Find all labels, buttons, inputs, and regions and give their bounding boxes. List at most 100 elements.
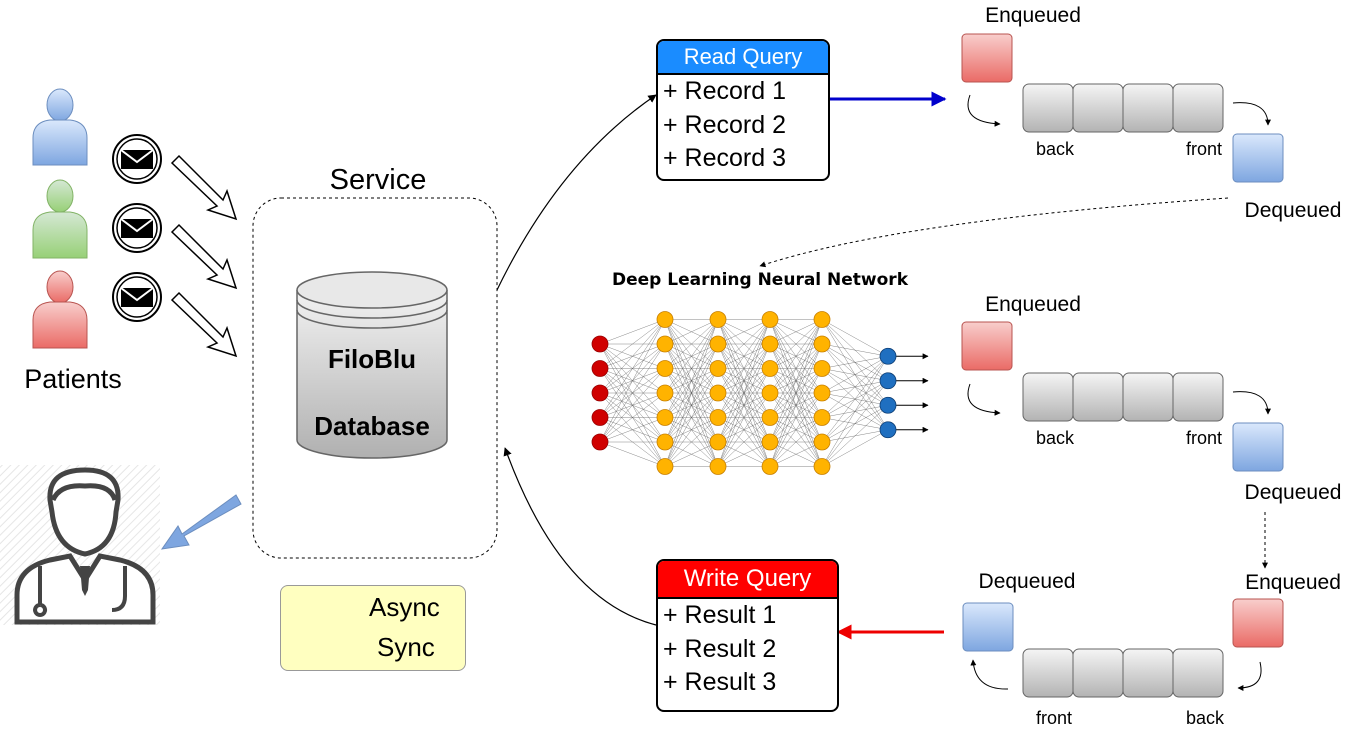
queue2-enqueued-label: Enqueued xyxy=(985,293,1081,316)
queue-slot xyxy=(1122,648,1174,698)
network-node xyxy=(656,335,674,353)
neural-network xyxy=(591,311,929,475)
write-query-title: Write Query xyxy=(658,561,837,599)
network-node xyxy=(879,372,897,390)
queue1-enqueued-label: Enqueued xyxy=(985,4,1081,27)
network-connection xyxy=(821,356,889,443)
network-connection xyxy=(769,319,823,394)
network-connection xyxy=(664,417,719,467)
network-node xyxy=(879,421,897,439)
network-connection xyxy=(717,368,771,467)
queue-slot xyxy=(1122,83,1174,133)
write-query-item: + Result 3 xyxy=(663,668,777,696)
network-node xyxy=(656,311,674,328)
network-node xyxy=(709,433,727,451)
network-connection xyxy=(769,441,823,467)
network-connection xyxy=(599,417,666,443)
read-query-item: + Record 1 xyxy=(663,77,786,105)
queue-slot xyxy=(1022,648,1074,698)
enqueued-item xyxy=(961,321,1013,371)
network-connection xyxy=(717,441,771,467)
service-boundary xyxy=(252,197,498,559)
network-node xyxy=(813,433,831,451)
network-connection xyxy=(599,343,666,443)
network-node xyxy=(591,384,609,402)
network-connection xyxy=(769,343,823,467)
queue3-back-label: back xyxy=(1186,708,1225,728)
write-query-item: + Result 2 xyxy=(663,634,777,663)
queue1-back-label: back xyxy=(1036,139,1075,159)
network-connection xyxy=(599,319,666,345)
mail-icon xyxy=(112,134,162,184)
network-node xyxy=(656,360,674,377)
network-node xyxy=(656,409,674,426)
queue2-dequeued-label: Dequeued xyxy=(1245,481,1342,504)
network-connection xyxy=(599,319,666,369)
mail-icon xyxy=(112,272,162,322)
database-icon xyxy=(296,271,448,459)
network-connection xyxy=(769,392,823,467)
queue-slot xyxy=(1172,648,1224,698)
network-connection xyxy=(717,392,771,467)
patient-blue-icon xyxy=(32,88,88,166)
queue-1 xyxy=(961,33,1284,183)
async-to-network xyxy=(759,197,1229,268)
dequeued-item xyxy=(1232,133,1284,183)
database-name: FiloBlu xyxy=(328,344,416,374)
network-node xyxy=(813,384,831,402)
network-connection xyxy=(664,319,719,467)
dequeued-item xyxy=(1232,422,1284,472)
network-node xyxy=(761,458,779,475)
network-connection xyxy=(821,380,889,467)
legend-sync-label: Sync xyxy=(377,632,435,662)
queue2-front-label: front xyxy=(1186,428,1222,448)
network-node xyxy=(656,384,674,402)
network-connection xyxy=(664,319,719,369)
legend: Async Sync xyxy=(280,585,466,671)
network-connection xyxy=(821,356,889,369)
mail-icon xyxy=(112,203,162,253)
enqueued-item xyxy=(961,33,1013,83)
service-label: Service xyxy=(330,164,427,196)
queue-3 xyxy=(962,598,1284,698)
network-connection xyxy=(664,319,719,394)
network-connection xyxy=(599,441,666,467)
network-node xyxy=(761,433,779,451)
queue-2 xyxy=(961,321,1284,472)
network-node xyxy=(761,409,779,426)
network-connection xyxy=(664,441,719,467)
network-connection xyxy=(664,319,719,443)
network-connection xyxy=(717,319,771,394)
network-node xyxy=(656,433,674,451)
network-connection xyxy=(599,392,666,443)
submit-arrow xyxy=(170,291,238,358)
queue-slot xyxy=(1072,648,1124,698)
queue-slot xyxy=(1122,372,1174,422)
network-connection xyxy=(717,319,771,369)
queue-slot xyxy=(1172,372,1224,422)
network-connection xyxy=(599,319,666,394)
write-query-item: + Result 1 xyxy=(663,601,777,629)
network-node xyxy=(813,409,831,426)
network-connection xyxy=(769,368,823,467)
network-connection xyxy=(821,343,889,357)
network-connection xyxy=(664,319,719,418)
network-node xyxy=(591,409,609,426)
network-connection xyxy=(821,356,889,467)
network-connection xyxy=(717,319,771,418)
read-query-box: Read Query + Record 1 + Record 2 + Recor… xyxy=(656,39,830,181)
write-connector xyxy=(503,447,657,626)
network-node xyxy=(709,384,727,402)
network-connection xyxy=(664,392,719,467)
read-query-title: Read Query xyxy=(658,41,828,75)
network-node xyxy=(591,335,609,353)
network-connection xyxy=(599,319,666,443)
network-node xyxy=(813,360,831,377)
network-connection xyxy=(821,319,889,357)
network-node xyxy=(709,458,727,475)
queue1-dequeued-label: Dequeued xyxy=(1245,199,1342,222)
network-connection xyxy=(769,319,823,443)
network-node xyxy=(879,396,897,414)
read-query-item: + Record 3 xyxy=(663,144,786,172)
network-connection xyxy=(769,319,823,418)
